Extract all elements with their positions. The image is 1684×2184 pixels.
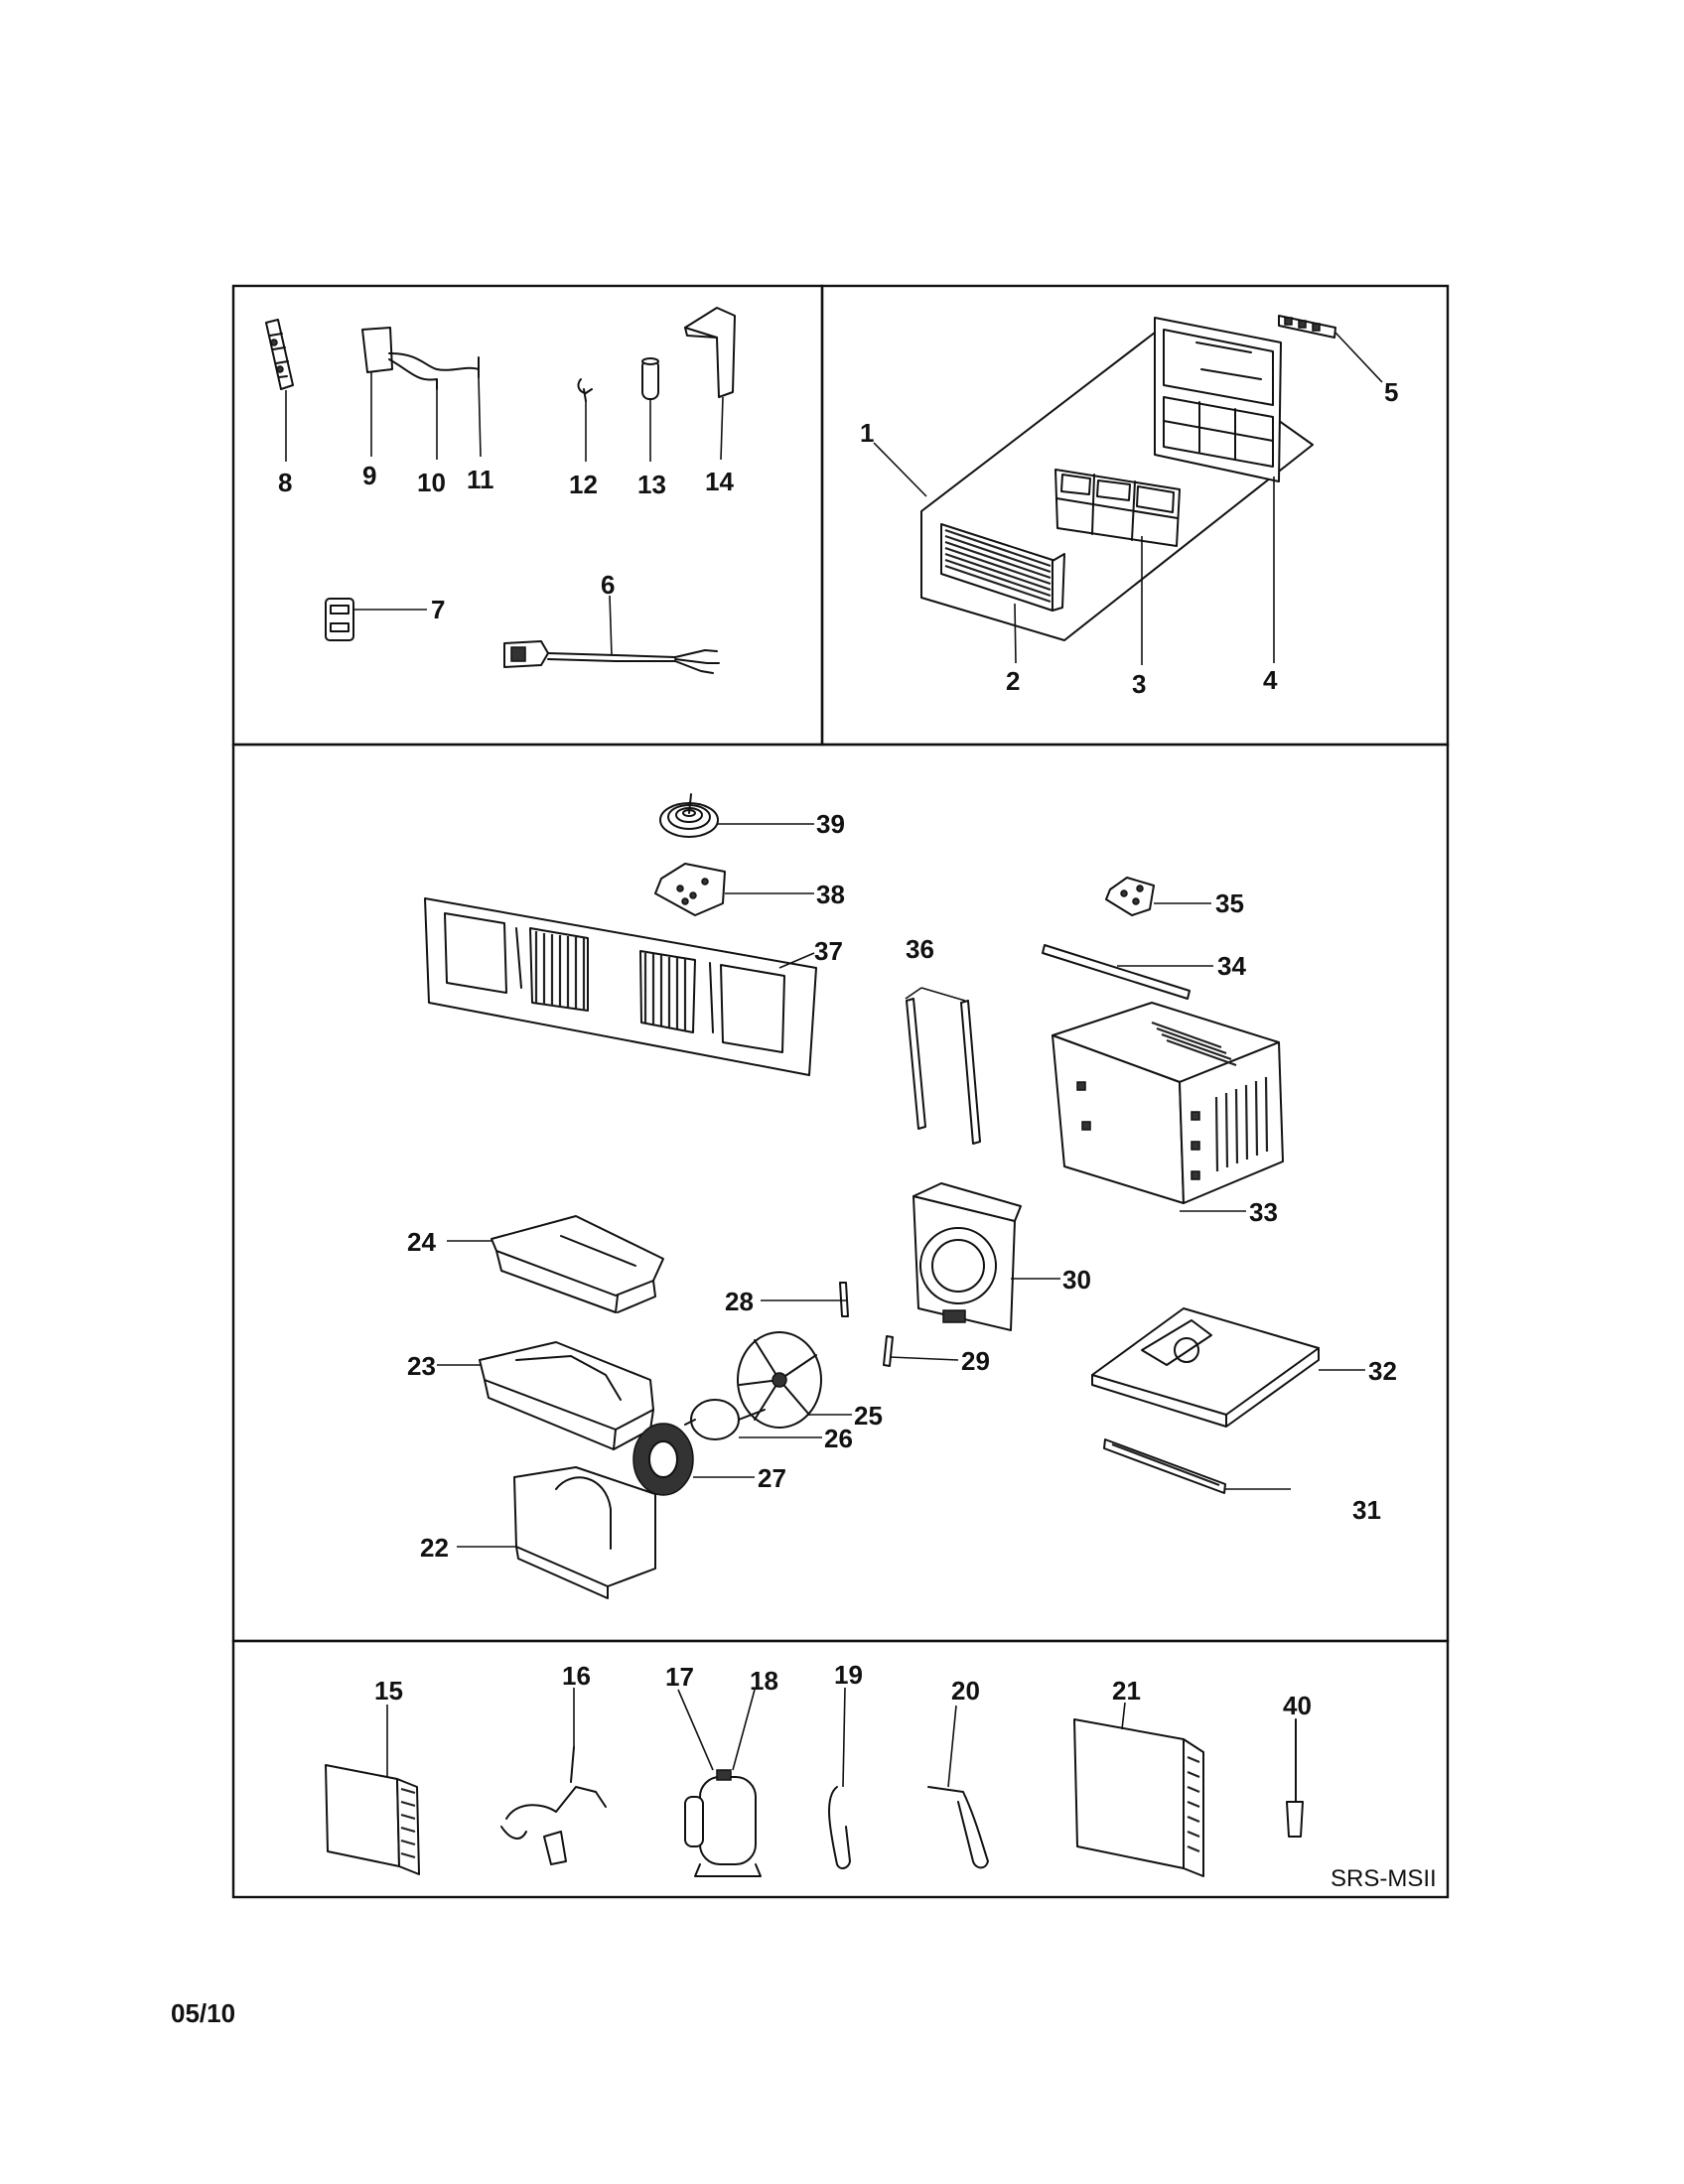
label-part-13: 13 xyxy=(637,470,666,499)
part-25-fan-blade xyxy=(737,1331,822,1429)
label-part-11: 11 xyxy=(467,465,494,494)
label-part-37: 37 xyxy=(814,936,843,966)
part-23-evaporator-base xyxy=(479,1341,654,1450)
label-part-39: 39 xyxy=(816,809,845,839)
label-part-12: 12 xyxy=(569,470,598,499)
label-part-19: 19 xyxy=(834,1660,863,1690)
label-part-16: 16 xyxy=(562,1661,591,1691)
part-30-fan-shroud xyxy=(912,1182,1022,1331)
label-part-9: 9 xyxy=(362,461,376,490)
label-part-1: 1 xyxy=(860,418,874,448)
label-part-20: 20 xyxy=(951,1676,980,1706)
part-4-front-cover xyxy=(1154,317,1282,482)
label-part-25: 25 xyxy=(854,1401,883,1431)
part-33-cabinet xyxy=(1052,1002,1284,1204)
label-part-18: 18 xyxy=(750,1666,778,1696)
label-part-3: 3 xyxy=(1132,669,1146,699)
part-37-partition-panel xyxy=(424,897,817,1076)
part-22-scroll-housing xyxy=(513,1466,656,1599)
label-part-5: 5 xyxy=(1384,377,1398,407)
label-part-6: 6 xyxy=(601,570,615,600)
callout-numbers: 8 9 10 11 12 13 14 7 6 1 2 3 4 5 39 38 3… xyxy=(278,377,1437,1892)
part-14-bracket xyxy=(684,307,736,398)
part-7-terminal-block xyxy=(325,598,354,641)
label-part-10: 10 xyxy=(417,468,446,497)
part-17-18-compressor xyxy=(684,1769,762,1877)
label-part-21: 21 xyxy=(1112,1676,1141,1706)
label-part-40: 40 xyxy=(1283,1691,1312,1720)
part-13-capacitor xyxy=(641,357,659,400)
part-21-evaporator-coil xyxy=(1073,1718,1204,1877)
part-36-seal-strips xyxy=(906,998,981,1145)
part-34-rail xyxy=(1042,944,1191,1000)
panel-bottom xyxy=(231,1639,1450,1899)
part-1-front-panel-assembly xyxy=(920,332,1314,641)
label-part-26: 26 xyxy=(824,1424,853,1453)
label-part-4: 4 xyxy=(1263,665,1278,695)
label-part-23: 23 xyxy=(407,1351,436,1381)
leader-lines xyxy=(285,332,1383,1788)
part-40-thermistor xyxy=(1286,1718,1304,1838)
part-39-heater-coil xyxy=(659,793,719,838)
label-part-32: 32 xyxy=(1368,1356,1397,1386)
label-part-15: 15 xyxy=(374,1676,403,1706)
part-31-base-rail xyxy=(1103,1438,1226,1494)
label-part-28: 28 xyxy=(725,1287,754,1316)
part-9-10-11-sensor-wires xyxy=(361,327,480,390)
part-27-blower-wheel xyxy=(632,1423,694,1496)
part-8-control-board xyxy=(265,319,294,390)
part-29-pipe xyxy=(883,1335,894,1367)
part-26-fan-motor xyxy=(684,1399,766,1440)
panel-frames xyxy=(231,284,1450,1899)
date-code: 05/10 xyxy=(171,1998,235,2028)
part-16-reversing-valve xyxy=(500,1746,607,1865)
label-part-8: 8 xyxy=(278,468,292,497)
part-5-display-board xyxy=(1278,315,1336,339)
part-28-pipe xyxy=(839,1282,849,1317)
part-19-capillary-tube xyxy=(828,1786,851,1869)
label-part-7: 7 xyxy=(431,595,445,624)
part-3-filter xyxy=(1054,469,1181,547)
part-6-power-cord xyxy=(503,640,720,674)
label-part-34: 34 xyxy=(1217,951,1246,981)
label-part-24: 24 xyxy=(407,1227,436,1257)
label-part-14: 14 xyxy=(705,467,734,496)
label-part-36: 36 xyxy=(906,934,934,964)
model-code: SRS-MSII xyxy=(1331,1865,1437,1892)
part-24-upper-duct xyxy=(491,1215,664,1313)
label-part-29: 29 xyxy=(961,1346,990,1376)
label-part-17: 17 xyxy=(665,1662,694,1692)
label-part-38: 38 xyxy=(816,880,845,909)
label-part-27: 27 xyxy=(758,1463,786,1493)
label-part-22: 22 xyxy=(420,1533,449,1563)
part-2-louver-grille xyxy=(940,523,1065,612)
label-part-2: 2 xyxy=(1006,666,1020,696)
part-38-screw-pack xyxy=(654,863,726,916)
part-32-base-pan xyxy=(1091,1307,1320,1428)
part-15-condenser xyxy=(325,1764,420,1875)
label-part-35: 35 xyxy=(1215,888,1244,918)
label-part-30: 30 xyxy=(1062,1265,1091,1295)
label-part-33: 33 xyxy=(1249,1197,1278,1227)
label-part-31: 31 xyxy=(1352,1495,1381,1525)
part-20-tube xyxy=(927,1786,989,1869)
part-12-clip xyxy=(577,378,593,402)
part-35-screw-pack xyxy=(1105,877,1155,916)
